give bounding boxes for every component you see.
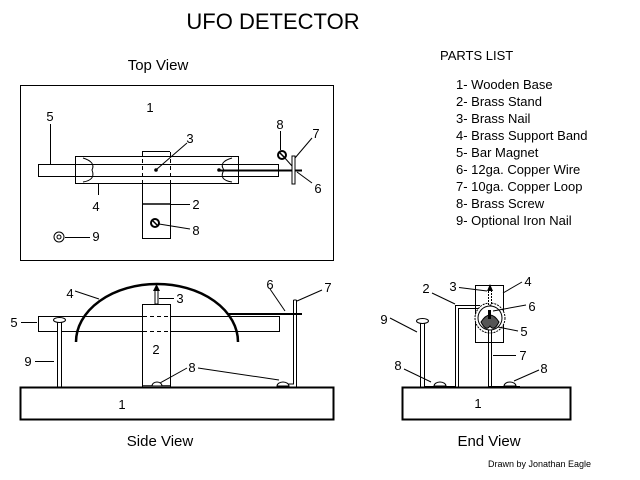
top-label-6: 6 xyxy=(314,181,321,196)
end-view-caption: End View xyxy=(457,433,520,450)
end-copper-loop xyxy=(488,330,520,388)
top-label-9: 9 xyxy=(92,229,99,244)
side-loop-screw-icon xyxy=(276,381,290,387)
parts-list-item: 5- Bar Magnet xyxy=(456,145,539,160)
top-label-2: 2 xyxy=(192,197,199,212)
diagram-title: UFO DETECTOR xyxy=(186,9,359,34)
side-brass-nail xyxy=(154,288,159,305)
top-label-7: 7 xyxy=(312,126,319,141)
end-label-2: 2 xyxy=(422,281,429,296)
side-label-5: 5 xyxy=(10,315,17,330)
side-support-band xyxy=(74,282,240,343)
parts-list-item: 1- Wooden Base xyxy=(456,77,553,92)
parts-list-item: 6- 12ga. Copper Wire xyxy=(456,162,580,177)
band-curl-left xyxy=(82,157,94,183)
side-label-3: 3 xyxy=(176,291,183,306)
top-view: Top View 1 5 4 3 2 8 xyxy=(20,57,334,261)
parts-list-item: 4- Brass Support Band xyxy=(456,128,588,143)
top-label-8: 8 xyxy=(276,117,283,132)
top-label-3: 3 xyxy=(186,131,193,146)
iron-nail-head-icon xyxy=(53,231,65,243)
end-copper-wire xyxy=(488,310,491,319)
side-label-7: 7 xyxy=(324,280,331,295)
side-label-8: 8 xyxy=(188,360,195,375)
end-right-screw-icon xyxy=(503,381,517,387)
parts-list-item: 8- Brass Screw xyxy=(456,196,545,211)
side-view-caption: Side View xyxy=(127,433,194,450)
end-label-5: 5 xyxy=(520,324,527,339)
end-iron-nail xyxy=(416,318,429,388)
top-copper-loop xyxy=(291,155,296,185)
end-view: 1 2 3 4 5 6 7 8 8 9 End View xyxy=(380,274,572,450)
end-label-6: 6 xyxy=(528,299,535,314)
parts-list: PARTS LIST 1- Wooden Base 2- Brass Stand… xyxy=(440,48,588,228)
end-label-8-left: 8 xyxy=(394,358,401,373)
top-label-4: 4 xyxy=(92,199,99,214)
stand-screw-icon xyxy=(150,218,160,228)
side-label-6: 6 xyxy=(266,277,273,292)
author-credit: Drawn by Jonathan Eagle xyxy=(488,459,591,469)
side-iron-nail xyxy=(53,317,66,388)
end-label-1: 1 xyxy=(474,396,481,411)
end-brass-stand xyxy=(421,305,480,389)
end-label-9: 9 xyxy=(380,312,387,327)
side-label-4: 4 xyxy=(66,286,73,301)
parts-list-item: 3- Brass Nail xyxy=(456,111,531,126)
side-label-9: 9 xyxy=(24,354,31,369)
end-label-3: 3 xyxy=(449,279,456,294)
end-label-7: 7 xyxy=(519,348,526,363)
side-wooden-base xyxy=(19,386,335,421)
top-label-1: 1 xyxy=(146,100,153,115)
end-label-8-right: 8 xyxy=(540,361,547,376)
end-label-4: 4 xyxy=(524,274,531,289)
end-wooden-base xyxy=(401,386,572,421)
parts-list-item: 9- Optional Iron Nail xyxy=(456,213,572,228)
parts-list-heading: PARTS LIST xyxy=(440,48,513,63)
parts-list-item: 7- 10ga. Copper Loop xyxy=(456,179,582,194)
side-label-1: 1 xyxy=(118,397,125,412)
top-wooden-base xyxy=(20,85,334,261)
top-brass-stand xyxy=(142,184,171,239)
top-label-8-stand: 8 xyxy=(192,223,199,238)
end-brass-nail xyxy=(488,289,492,306)
side-label-2: 2 xyxy=(152,342,159,357)
top-label-5: 5 xyxy=(46,109,53,124)
side-stand-screw-icon xyxy=(151,381,163,387)
parts-list-item: 2- Brass Stand xyxy=(456,94,542,109)
side-view: 1 2 3 4 5 6 7 8 9 Side View xyxy=(10,277,335,450)
top-view-caption: Top View xyxy=(128,57,189,74)
end-left-screw-icon xyxy=(433,381,447,387)
top-nail-dot xyxy=(154,168,158,172)
